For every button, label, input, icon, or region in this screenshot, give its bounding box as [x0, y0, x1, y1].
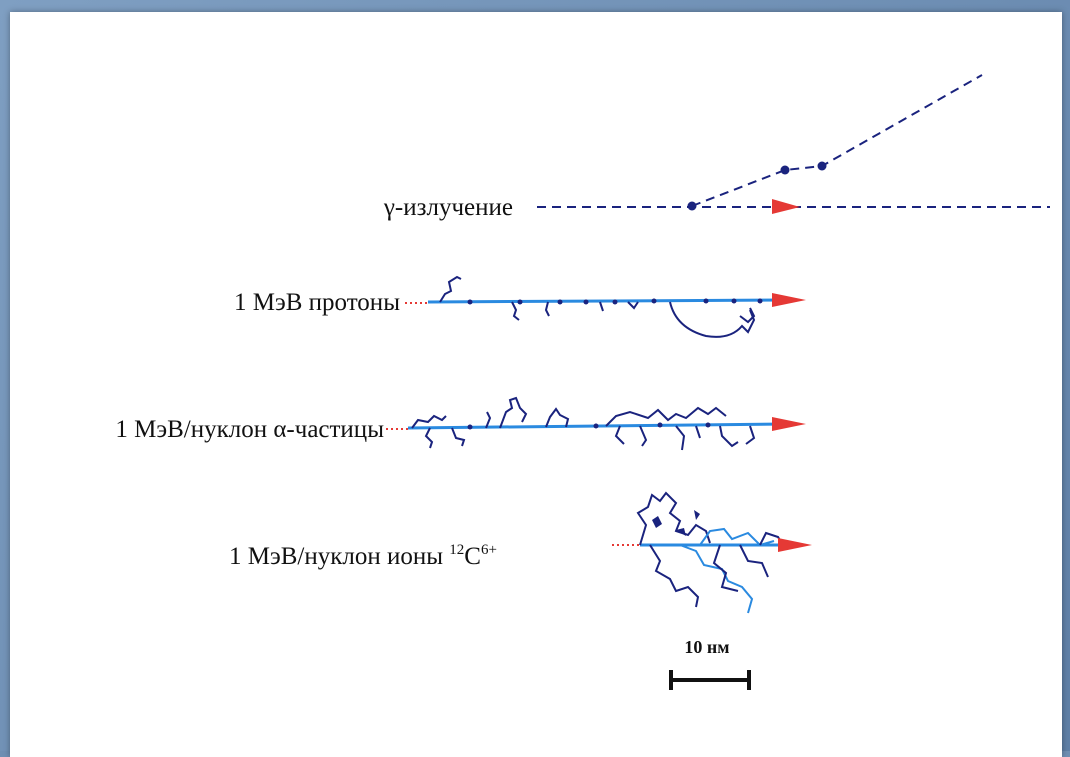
gamma-track [537, 74, 1050, 214]
carbon-track [612, 491, 812, 614]
scale-bar-label: 10 нм [684, 637, 729, 657]
interaction-point [687, 201, 697, 211]
interaction-point [817, 161, 827, 171]
alpha-track [386, 396, 806, 451]
carbon-charge: 6+ [481, 542, 497, 558]
carbon-label: 1 МэВ/нуклон ионы 12C6+ [229, 542, 497, 570]
interaction-point [780, 165, 790, 175]
direction-arrow [778, 538, 812, 552]
alpha-label: 1 МэВ/нуклон α-частицы [115, 416, 384, 443]
proton-track [405, 275, 806, 338]
svg-text:1 МэВ/нуклон ионы 12C6+: 1 МэВ/нуклон ионы 12C6+ [229, 542, 497, 570]
direction-arrow [772, 199, 800, 214]
carbon-mass-number: 12 [449, 542, 464, 558]
gamma-label: γ-излучение [383, 194, 513, 221]
protons-label: 1 МэВ протоны [234, 289, 400, 316]
figure-panel [10, 12, 1062, 757]
scale-bar: 10 нм [669, 637, 751, 690]
carbon-symbol: C [464, 543, 481, 570]
direction-arrow [772, 417, 806, 431]
carbon-label-prefix: 1 МэВ/нуклон ионы [229, 543, 449, 570]
direction-arrow [772, 293, 806, 307]
